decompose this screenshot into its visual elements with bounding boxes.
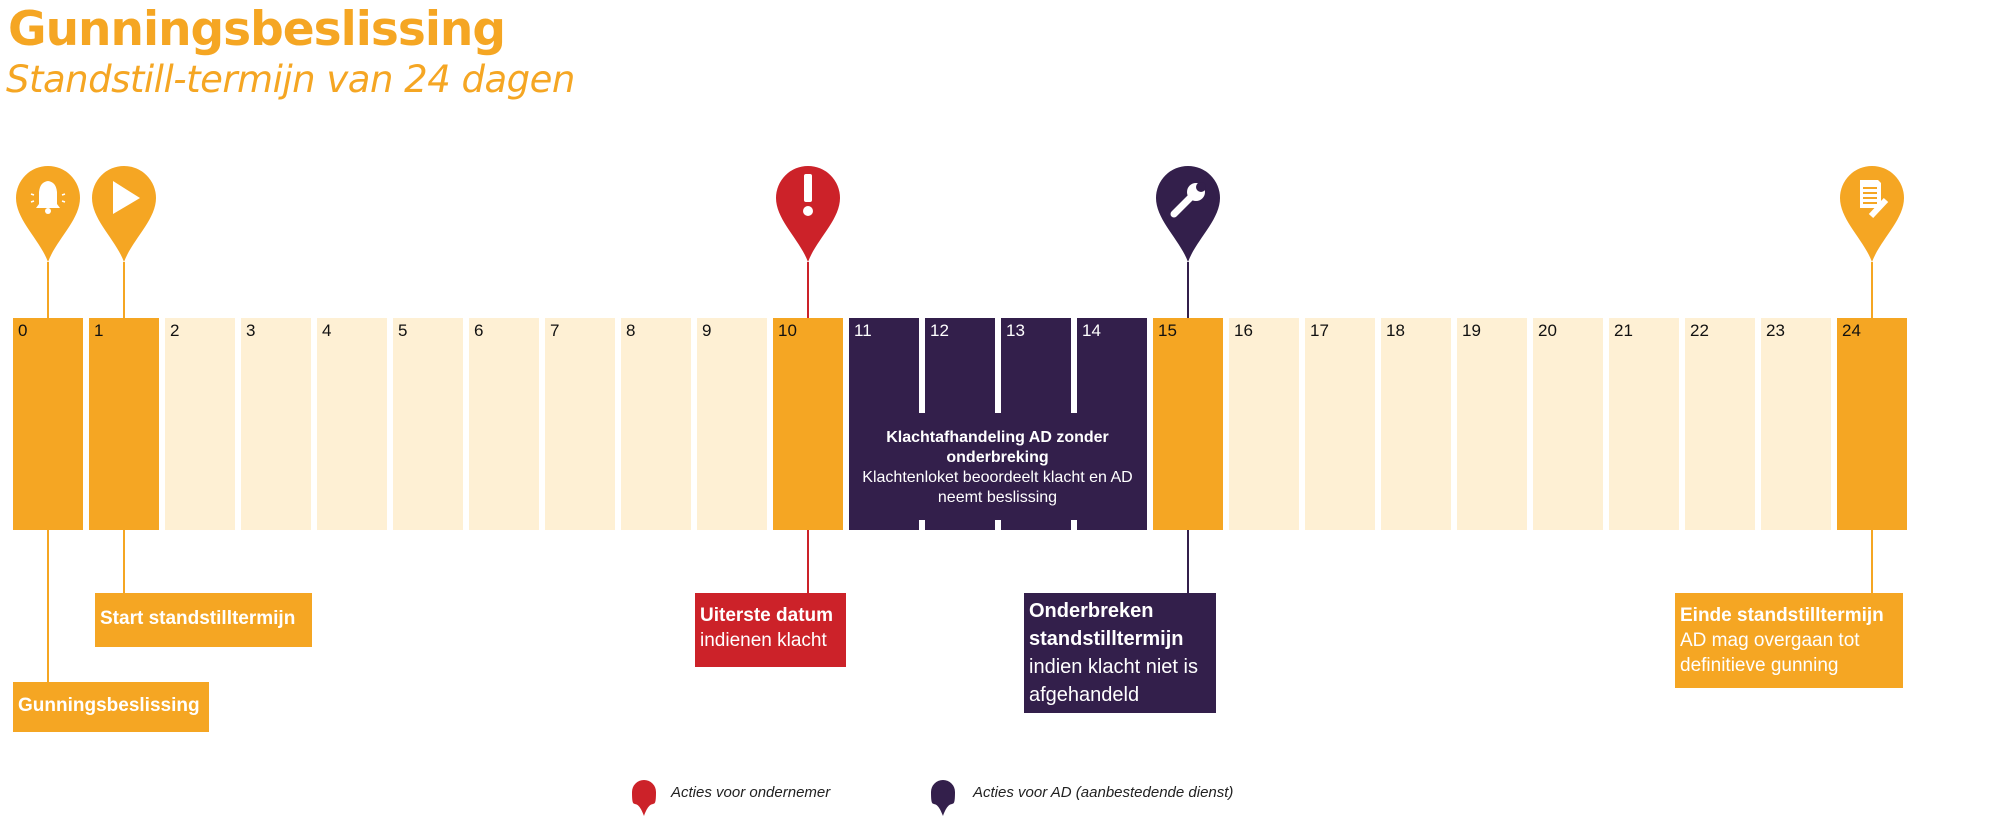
day-cell-2: 2	[165, 318, 235, 530]
day-cell-3: 3	[241, 318, 311, 530]
day-cell-18: 18	[1381, 318, 1451, 530]
day-cell-1: 1	[89, 318, 159, 530]
label-title: Einde standstilltermijn	[1680, 605, 1884, 626]
play-icon	[113, 181, 140, 214]
label-einde-standstill: Einde standstilltermijn AD mag overgaan …	[1675, 593, 1903, 688]
day-cell-21: 21	[1609, 318, 1679, 530]
day-cell-7: 7	[545, 318, 615, 530]
day-cell-15: 15	[1153, 318, 1223, 530]
block-title: Klachtafhandeling AD zonder onderbreking	[886, 429, 1109, 466]
day-number: 6	[474, 321, 484, 340]
day-cell-13: 13	[1001, 318, 1077, 530]
day-cell-8: 8	[621, 318, 691, 530]
label-text: AD mag overgaan tot definitieve gunning	[1680, 630, 1860, 676]
map-pin-icon	[92, 166, 156, 262]
document-sign-icon	[1860, 180, 1889, 219]
day-number: 7	[550, 321, 560, 340]
day-cell-4: 4	[317, 318, 387, 530]
marker-day-24	[1840, 166, 1904, 593]
label-gunningsbeslissing: Gunningsbeslissing	[13, 682, 209, 732]
day-separator	[1071, 520, 1077, 530]
legend-red-pin-icon	[632, 780, 656, 816]
day-cell-11: 11	[849, 318, 925, 530]
day-number: 13	[1006, 321, 1025, 340]
exclamation-icon	[803, 174, 813, 216]
day-cell-10: 10	[773, 318, 843, 530]
day-number: 22	[1690, 321, 1709, 340]
day-cell-22: 22	[1685, 318, 1755, 530]
label-title: Gunningsbeslissing	[18, 695, 200, 716]
day-cell-5: 5	[393, 318, 463, 530]
legend-ondernemer: Acties voor ondernemer	[671, 784, 831, 801]
day-cell-19: 19	[1457, 318, 1527, 530]
page-title: Gunningsbeslissing	[8, 2, 506, 57]
bell-icon	[30, 181, 66, 214]
day-number: 24	[1842, 321, 1861, 340]
day-number: 23	[1766, 321, 1785, 340]
complaint-handling-block: Klachtafhandeling AD zonder onderbreking…	[849, 428, 1146, 508]
day-number: 11	[854, 321, 872, 340]
day-cell-16: 16	[1229, 318, 1299, 530]
day-number: 0	[18, 321, 28, 340]
day-number: 10	[778, 321, 797, 340]
day-separator	[995, 318, 1001, 413]
day-number: 3	[246, 321, 256, 340]
label-text: indienen klacht	[700, 630, 827, 651]
label-uiterste-datum: Uiterste datum indienen klacht	[695, 593, 846, 667]
marker-day-15	[1156, 166, 1220, 593]
day-cell-6: 6	[469, 318, 539, 530]
day-cell-0: 0	[13, 318, 83, 530]
day-cell-23: 23	[1761, 318, 1831, 530]
day-cell-17: 17	[1305, 318, 1375, 530]
day-cell-20: 20	[1533, 318, 1603, 530]
day-number: 16	[1234, 321, 1253, 340]
day-cell-24: 24	[1837, 318, 1907, 530]
page-subtitle: Standstill-termijn van 24 dagen	[6, 58, 575, 101]
label-title: Uiterste datum	[700, 605, 834, 626]
day-cell-14: 14	[1077, 318, 1147, 530]
day-number: 9	[702, 321, 712, 340]
label-title: Onderbreken standstilltermijn	[1029, 600, 1184, 650]
label-start-standstill: Start standstilltermijn	[95, 593, 312, 647]
legend-purple-pin-icon	[931, 780, 955, 816]
day-number: 1	[94, 321, 104, 340]
day-separator	[995, 520, 1001, 530]
day-number: 19	[1462, 321, 1481, 340]
day-cell-12: 12	[925, 318, 1001, 530]
label-onderbreken: Onderbreken standstilltermijn indien kla…	[1024, 593, 1216, 713]
day-number: 12	[930, 321, 949, 340]
marker-day-1	[92, 166, 156, 593]
day-separator	[919, 520, 925, 530]
day-number: 17	[1310, 321, 1329, 340]
day-number: 14	[1082, 321, 1101, 340]
label-title: Start standstilltermijn	[100, 608, 296, 629]
day-number: 18	[1386, 321, 1405, 340]
day-number: 2	[170, 321, 180, 340]
day-separator	[919, 318, 925, 413]
label-text: indien klacht niet is afgehandeld	[1029, 656, 1198, 706]
day-number: 21	[1614, 321, 1633, 340]
map-pin-icon	[1156, 166, 1220, 262]
day-number: 8	[626, 321, 636, 340]
marker-day-10	[776, 166, 840, 593]
day-number: 15	[1158, 321, 1177, 340]
marker-day-0	[16, 166, 80, 732]
wrench-icon	[1170, 182, 1206, 218]
block-text: Klachtenloket beoordeelt klacht en AD ne…	[862, 469, 1133, 506]
legend-ad: Acties voor AD (aanbestedende dienst)	[973, 784, 1234, 801]
day-number: 20	[1538, 321, 1557, 340]
day-separator	[1071, 318, 1077, 413]
day-number: 4	[322, 321, 332, 340]
day-number: 5	[398, 321, 408, 340]
day-cell-9: 9	[697, 318, 767, 530]
